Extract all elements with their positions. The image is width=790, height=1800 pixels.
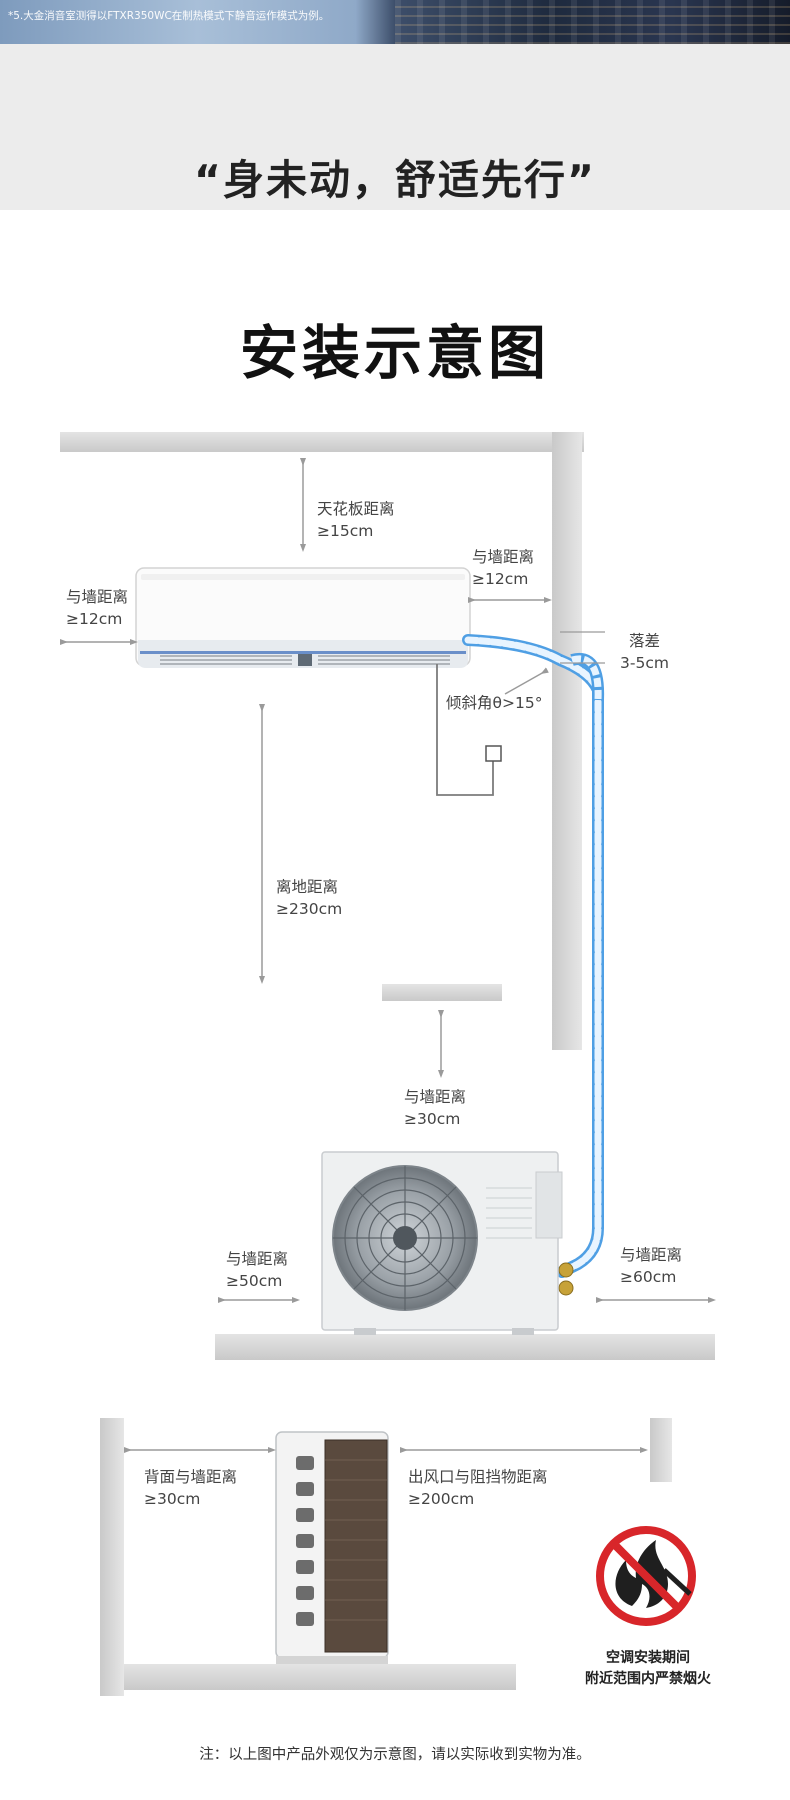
no-fire-warning-line1: 空调安装期间 xyxy=(606,1650,690,1666)
page-heading: 安装示意图 xyxy=(239,319,550,387)
ceiling-wall xyxy=(60,432,584,452)
floor-distance-title: 离地距离 xyxy=(276,878,339,896)
refrigerant-pipe xyxy=(462,634,605,1278)
drain-hose-end xyxy=(485,745,502,762)
ceiling-distance-label: 天花板距离 ≥15cm xyxy=(317,498,395,542)
obstacle-wall xyxy=(650,1418,672,1482)
indoor-left-wall-value: ≥12cm xyxy=(66,610,123,628)
footnote-text: *5.大金消音室测得以FTXR350WC在制热模式下静音运作模式为例。 xyxy=(8,10,330,22)
indoor-right-wall-title: 与墙距离 xyxy=(472,548,535,566)
tilt-angle-label: 倾斜角θ>15° xyxy=(446,692,542,714)
back-wall-label: 背面与墙距离 ≥30cm xyxy=(144,1466,237,1510)
indoor-left-wall-label: 与墙距离 ≥12cm xyxy=(66,586,128,630)
disclaimer-note: 注：以上图中产品外观仅为示意图，请以实际收到实物为准。 xyxy=(199,1747,591,1763)
back-wall-value: ≥30cm xyxy=(144,1490,201,1508)
drop-label: 落差 3-5cm xyxy=(620,630,669,674)
slogan-band xyxy=(0,44,790,210)
outdoor-top-wall-value: ≥30cm xyxy=(404,1110,461,1128)
indoor-left-wall-title: 与墙距离 xyxy=(66,588,129,606)
side-floor xyxy=(124,1664,516,1690)
no-fire-icon xyxy=(596,1526,696,1626)
outdoor-left-wall-title: 与墙距离 xyxy=(226,1250,289,1268)
no-fire-warning-line2: 附近范围内严禁烟火 xyxy=(585,1671,711,1687)
ceiling-distance-title: 天花板距离 xyxy=(317,500,395,518)
outdoor-right-wall-value: ≥60cm xyxy=(620,1268,677,1286)
no-fire-warning-label: 空调安装期间 附近范围内严禁烟火 xyxy=(578,1648,718,1690)
outdoor-top-wall-label: 与墙距离 ≥30cm xyxy=(404,1086,466,1130)
ground-slab xyxy=(215,1334,715,1360)
city-skyline-image xyxy=(395,0,790,44)
outdoor-right-wall-title: 与墙距离 xyxy=(620,1246,683,1264)
side-wall-left xyxy=(100,1418,124,1696)
outlet-distance-title: 出风口与阻挡物距离 xyxy=(408,1468,548,1486)
ceiling-distance-value: ≥15cm xyxy=(317,522,374,540)
tilt-arrow xyxy=(504,667,549,695)
outdoor-left-wall-value: ≥50cm xyxy=(226,1272,283,1290)
outdoor-unit-side xyxy=(275,1431,389,1664)
indoor-right-wall-value: ≥12cm xyxy=(472,570,529,588)
outlet-distance-label: 出风口与阻挡物距离 ≥200cm xyxy=(408,1466,548,1510)
drop-value: 3-5cm xyxy=(620,654,669,672)
drop-title: 落差 xyxy=(628,632,660,650)
slogan-title: “身未动，舒适先行” xyxy=(194,156,596,204)
floor-distance-label: 离地距离 ≥230cm xyxy=(276,876,342,920)
pipe-connector xyxy=(558,1262,574,1278)
indoor-unit xyxy=(135,567,471,668)
outdoor-top-wall-title: 与墙距离 xyxy=(404,1088,467,1106)
top-banner-image: *5.大金消音室测得以FTXR350WC在制热模式下静音运作模式为例。 xyxy=(0,0,790,44)
pipe-connector xyxy=(558,1280,574,1296)
outdoor-left-wall-label: 与墙距离 ≥50cm xyxy=(226,1248,288,1292)
floor-distance-value: ≥230cm xyxy=(276,900,343,918)
window-sill xyxy=(382,984,502,1001)
back-wall-title: 背面与墙距离 xyxy=(144,1468,238,1486)
drain-hose xyxy=(436,664,494,796)
tilt-angle-title: 倾斜角θ>15° xyxy=(446,694,543,712)
outlet-distance-value: ≥200cm xyxy=(408,1490,475,1508)
outdoor-right-wall-label: 与墙距离 ≥60cm xyxy=(620,1244,682,1288)
outdoor-unit xyxy=(321,1151,563,1335)
right-wall xyxy=(552,432,582,1050)
indoor-right-wall-label: 与墙距离 ≥12cm xyxy=(472,546,534,590)
